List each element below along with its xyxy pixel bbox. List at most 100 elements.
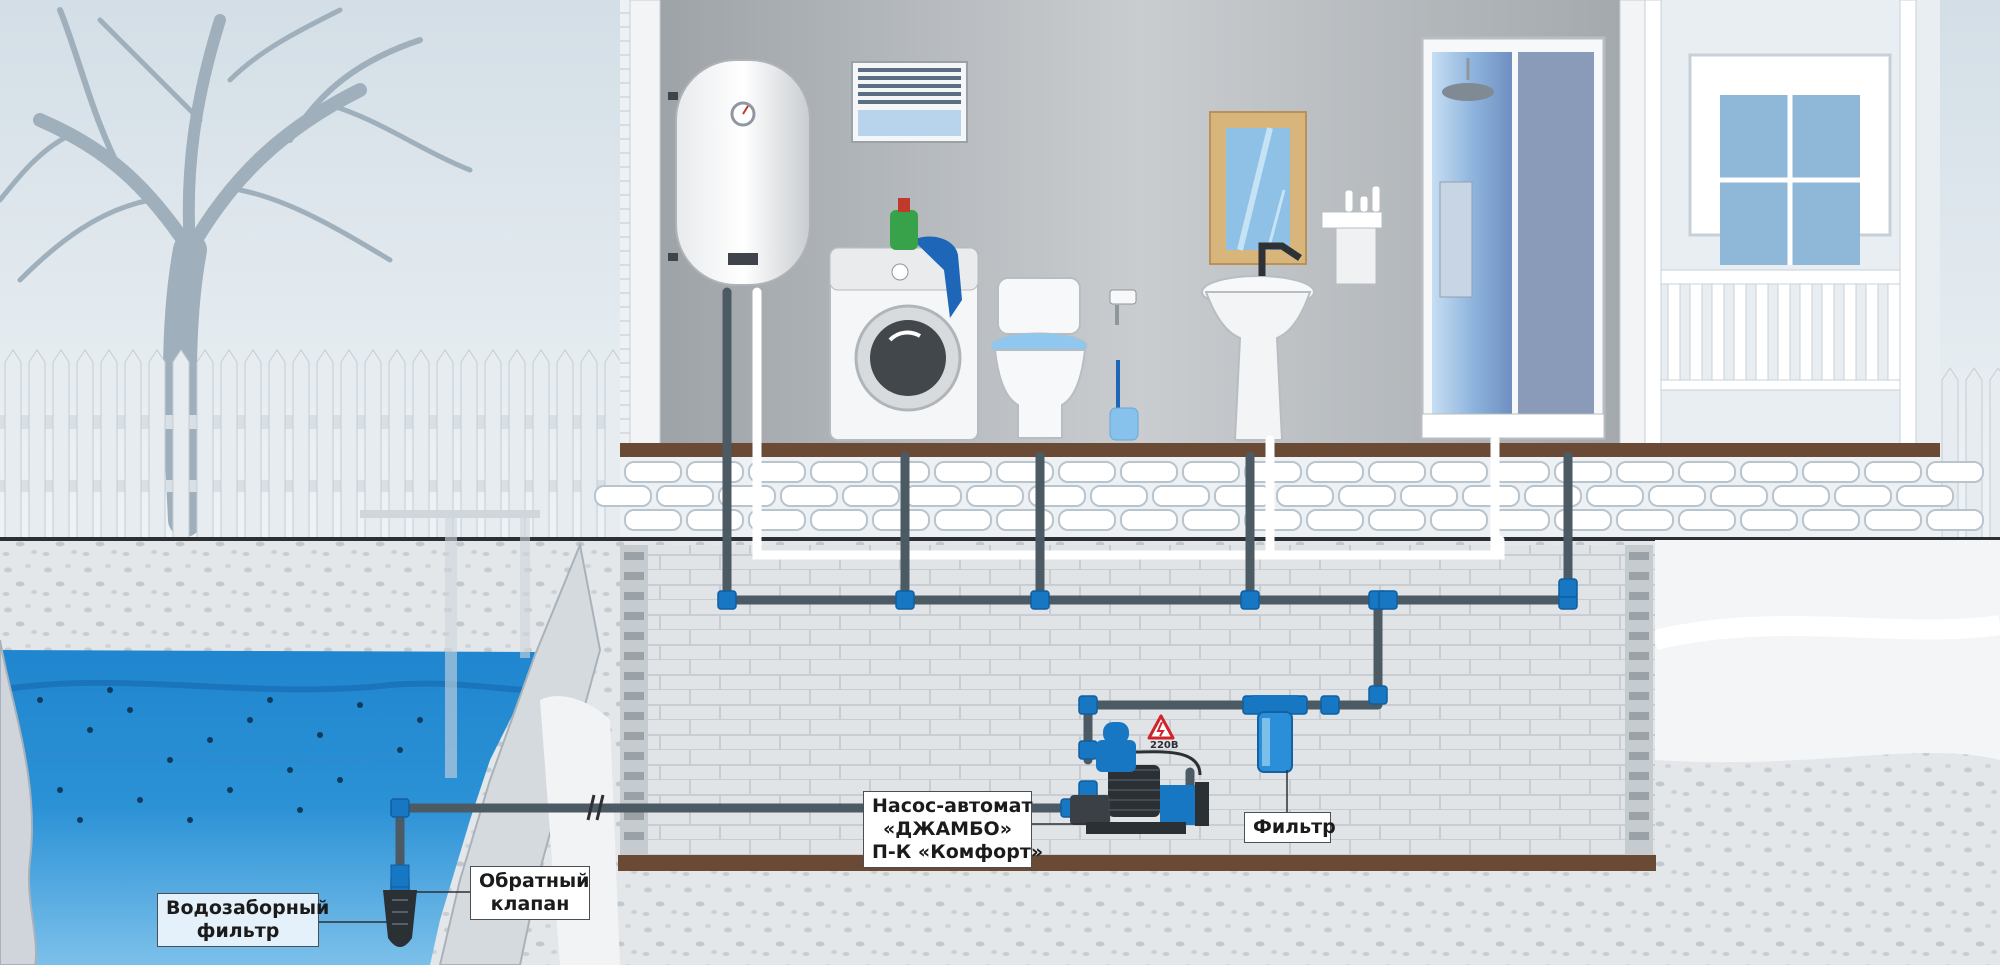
fence-picket [124,349,142,546]
foundation-stone [842,485,900,507]
foundation-stone [1214,485,1272,507]
foundation-stone [1182,509,1240,531]
basement-floor [618,855,1656,871]
cartridge-filter [1252,695,1298,773]
foundation-stone [1926,509,1984,531]
water-sediment [397,747,403,753]
fence-picket [292,349,310,546]
pump-label-line-1: Насос-автомат [872,795,1033,817]
fence-picket [580,349,598,546]
foundation-stone [966,485,1024,507]
well-post [360,510,540,778]
foundation-stone [748,461,806,483]
column-brick [1629,652,1649,660]
water-sediment [77,817,83,823]
column-brick [1629,592,1649,600]
foundation-stone [1276,485,1334,507]
check-valve-label-line-2: клапан [490,893,570,915]
foundation-stone [1338,485,1396,507]
foundation-stone [996,509,1054,531]
foundation-stone [1648,485,1706,507]
foundation-stone [1306,461,1364,483]
shower-cabin [1420,36,1606,440]
porch-baluster [1865,283,1879,381]
fence-picket [340,349,358,546]
foundation-stone [1772,485,1830,507]
water-sediment [417,717,423,723]
foundation-stone [1492,461,1550,483]
foundation-stone [1586,485,1644,507]
foundation-stone [1926,461,1984,483]
column-brick [624,812,644,820]
pipe-fitting [1240,590,1260,610]
foundation-stone [1678,509,1736,531]
foundation-stone [624,509,682,531]
column-brick [624,572,644,580]
foundation-stone [810,461,868,483]
fence-picket [28,349,46,546]
intake-filter-label: Водозаборный фильтр [157,893,330,947]
foundation-stone [1740,509,1798,531]
column-brick [624,552,644,560]
fence-picket [604,349,622,546]
vent-window [851,61,968,143]
water-sediment [287,767,293,773]
foundation-stone [1710,485,1768,507]
water-heater [668,59,811,286]
fence-picket [196,349,214,546]
foundation-stone [810,509,868,531]
porch-baluster [1711,283,1725,381]
pipe-fitting [717,590,737,610]
porch-baluster [1733,283,1747,381]
column-brick [1629,772,1649,780]
check-valve-label-line-1: Обратный [479,870,590,892]
water-sediment [127,707,133,713]
foundation-stone [1802,461,1860,483]
porch [1640,0,1940,446]
fence-picket [244,349,262,546]
toilet [990,277,1139,441]
pipe-fitting [1320,695,1340,715]
fence-picket [100,349,118,546]
foundation-stone [780,485,838,507]
foundation-stone [1058,461,1116,483]
foundation-stone [1678,461,1736,483]
foundation-stone [1554,509,1612,531]
foundation-stone [1616,461,1674,483]
foundation-stone [1430,461,1488,483]
foundation-stone [1306,509,1364,531]
column-brick [624,712,644,720]
foundation-stone [686,509,744,531]
water-sediment [247,717,253,723]
foundation-stone [1802,509,1860,531]
porch-baluster [1843,283,1857,381]
foundation-stone [1368,461,1426,483]
foundation-stone [1864,509,1922,531]
column-brick [624,612,644,620]
fence-picket [220,349,238,546]
water-sediment [337,777,343,783]
intake-filter-label-line-1: Водозаборный [166,897,330,919]
column-brick [1629,832,1649,840]
porch-baluster [1667,283,1681,381]
foundation-stone [1864,461,1922,483]
column-brick [1629,632,1649,640]
pipe-fitting [1558,578,1578,598]
filter-label: Фильтр [1244,812,1336,843]
column-brick [1629,752,1649,760]
foundation-stone [624,461,682,483]
foundation-stone [1058,509,1116,531]
column-brick [1629,552,1649,560]
intake-filter-label-line-2: фильтр [196,920,280,942]
ground-line [0,537,2000,541]
pipe-fitting [1078,695,1098,715]
fence-picket [148,349,166,546]
column-brick [1629,792,1649,800]
foundation-stone [1400,485,1458,507]
floor-slab [620,443,1940,457]
water-sediment [37,697,43,703]
check-valve-label: Обратный клапан [470,866,590,920]
column-brick [624,672,644,680]
water-sediment [167,757,173,763]
